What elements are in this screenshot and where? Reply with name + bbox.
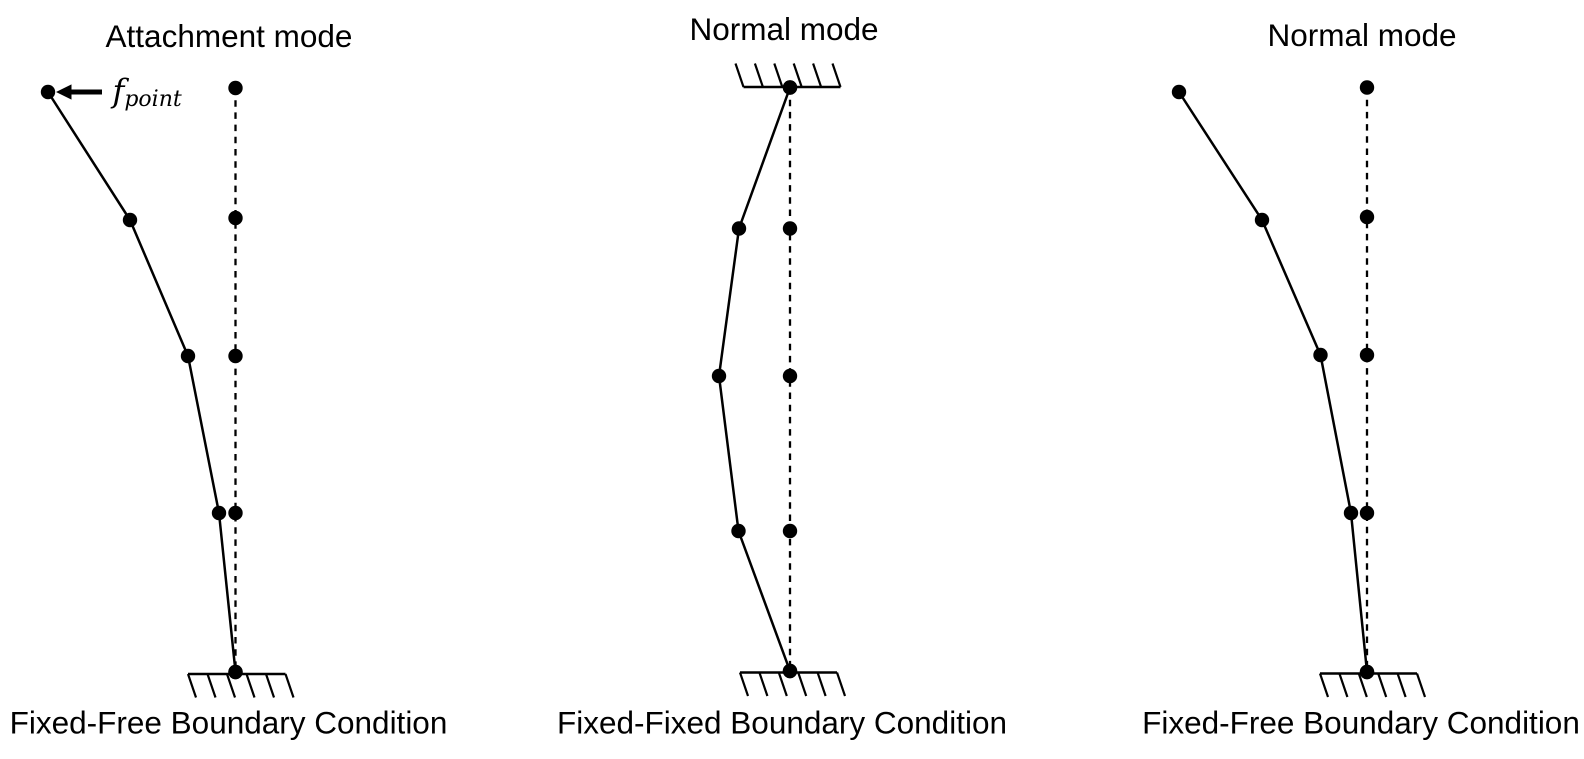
reference-node-dot: [228, 505, 243, 521]
fixed-support-bottom: [1318, 672, 1427, 698]
support-hatch-line: [816, 672, 827, 697]
support-hatch-line: [1396, 673, 1407, 698]
reference-node-dot: [1359, 505, 1375, 521]
deformed-node-dot: [1171, 84, 1187, 100]
support-hatch-line: [1415, 673, 1427, 698]
deformed-node-dot: [211, 505, 227, 521]
deformed-node-dot: [122, 212, 138, 228]
deformed-node-dot: [1343, 505, 1359, 521]
panel-caption: Fixed-Fixed Boundary Condition: [557, 705, 1007, 741]
support-hatch-line: [758, 672, 769, 697]
deformed-node-dot: [1313, 347, 1328, 363]
mode-shape-drawing: [1171, 80, 1427, 698]
support-hatch-line: [1318, 673, 1330, 698]
panel-caption: Fixed-Free Boundary Condition: [10, 705, 448, 741]
panel-caption: Fixed-Free Boundary Condition: [1142, 705, 1580, 741]
support-hatch-line: [738, 672, 750, 697]
reference-node-dot: [1359, 80, 1375, 95]
support-hatch-line: [264, 673, 276, 698]
mode-shape-drawing: [711, 63, 847, 697]
deformed-shape-line: [46, 91, 237, 673]
mode-shape-drawing: [40, 80, 295, 698]
deformed-node-dot: [180, 348, 196, 364]
deformed-node-dot: [228, 664, 243, 680]
support-hatch-line: [1377, 673, 1388, 698]
support-hatch-line: [831, 63, 842, 88]
reference-node-dot: [228, 348, 243, 364]
point-force-label: fpoint: [111, 72, 182, 112]
point-force-arrow: [56, 84, 102, 100]
reference-node-dot: [782, 368, 798, 384]
deformed-shape-line: [1177, 91, 1369, 673]
fixed-support-top: [734, 63, 842, 89]
deformed-node-dot: [782, 663, 798, 679]
support-hatch-line: [186, 673, 198, 698]
reference-node-dot: [228, 210, 243, 226]
force-subscript: point: [124, 87, 182, 112]
reference-node-dot: [1359, 347, 1375, 363]
deformed-node-dot: [1359, 664, 1375, 680]
deformed-node-dot: [1254, 212, 1270, 228]
panel-attachment-fixed-free: Attachment mode fpoint Fixed-Free Bounda…: [10, 18, 448, 741]
deformed-node-dot: [711, 368, 727, 384]
deformed-node-dot: [40, 84, 56, 100]
reference-node-dot: [782, 221, 798, 236]
support-hatch-line: [225, 673, 237, 698]
support-hatch-line: [1338, 673, 1349, 698]
fixed-support-bottom: [738, 671, 847, 697]
deformed-node-dot: [731, 523, 746, 539]
panel-title: Attachment mode: [106, 18, 353, 54]
support-hatch-line: [773, 63, 784, 88]
reference-node-dot: [228, 80, 243, 96]
panel-title: Normal mode: [1267, 17, 1456, 53]
support-hatch-line: [284, 673, 295, 698]
support-hatch-line: [792, 63, 803, 88]
deformed-node-dot: [731, 221, 747, 236]
support-hatch-line: [1357, 673, 1368, 698]
support-hatch-line: [812, 63, 823, 88]
support-hatch-line: [835, 672, 847, 697]
force-arrow-head: [56, 84, 72, 100]
support-hatch-line: [245, 673, 256, 698]
support-hatch-line: [777, 672, 788, 697]
support-hatch-line: [753, 63, 764, 88]
support-hatch-line: [206, 673, 217, 698]
panel-normal-fixed-fixed: Normal mode Fixed-Fixed Boundary Conditi…: [557, 11, 1007, 741]
reference-node-dot: [1359, 209, 1375, 225]
deformed-shape-line: [717, 87, 792, 672]
support-hatch-line: [797, 672, 808, 697]
reference-node-dot: [782, 523, 798, 539]
panel-normal-fixed-free: Normal mode Fixed-Free Boundary Conditio…: [1142, 17, 1580, 741]
support-hatch-line: [734, 63, 745, 88]
fixed-support-bottom: [186, 672, 295, 698]
panel-title: Normal mode: [689, 11, 878, 47]
